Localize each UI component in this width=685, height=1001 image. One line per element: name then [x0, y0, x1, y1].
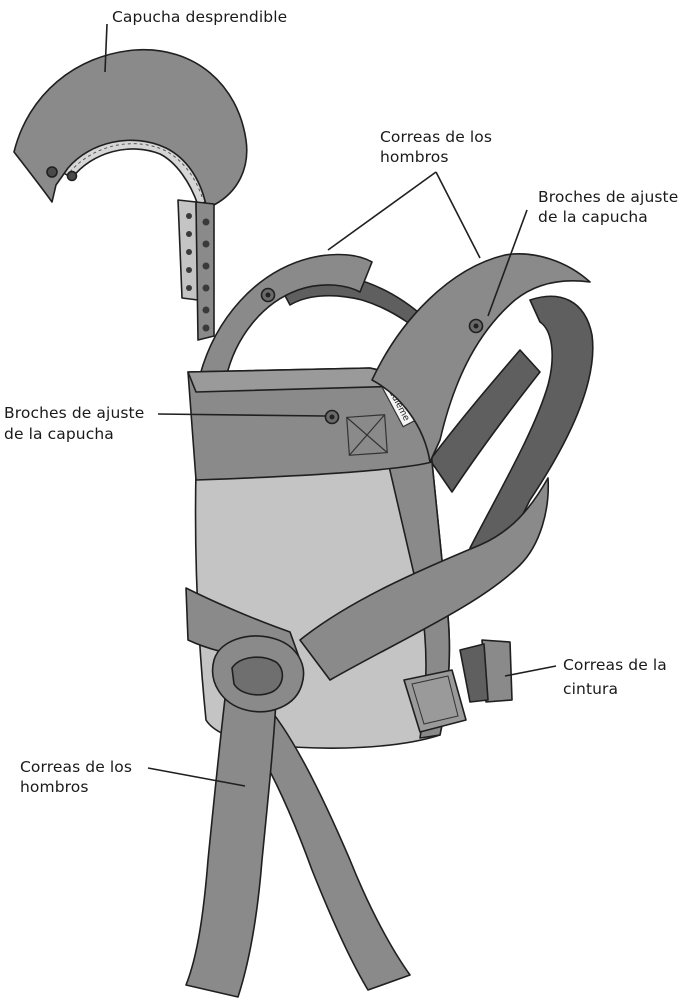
label-hood-snaps-right-1: Broches de ajuste [538, 188, 678, 206]
label-waist-straps-2: cintura [563, 680, 618, 698]
label-detachable-hood: Capucha desprendible [112, 8, 287, 26]
left-shoulder-strap-band [199, 253, 373, 379]
strap-tail-rear [239, 699, 411, 991]
waist-buckle-stitch [411, 675, 459, 725]
leader-shoulder-straps-top-b [435, 171, 481, 259]
hood-tab-snap [186, 249, 192, 255]
detachable-hood [13, 48, 248, 341]
leader-shoulder-straps-top-a [327, 171, 437, 251]
right-shoulder-strap [371, 253, 591, 463]
hood-tab-snap [202, 240, 210, 248]
hood-tab-snap [202, 306, 210, 314]
hood-tab-snap [202, 324, 210, 332]
hood-snap-stud [66, 170, 78, 182]
hood-tab-snap [186, 285, 192, 291]
right-strap-snap-center [473, 323, 479, 329]
label-hood-snaps-right-2: de la capucha [538, 208, 648, 226]
label-shoulder-straps-top-1: Correas de los [380, 128, 492, 146]
cross-back-strap-dark [429, 349, 541, 493]
callout-labels: Capucha desprendible Correas de los homb… [4, 8, 678, 796]
hood-shell [13, 48, 248, 206]
leader-detachable-hood [104, 23, 108, 73]
label-hood-snaps-left-2: de la capucha [4, 425, 114, 443]
label-shoulder-straps-top-2: hombros [380, 148, 449, 166]
leader-hood-snaps-right [487, 209, 528, 317]
hood-tab-snap [186, 213, 192, 219]
hood-tab-snap [202, 262, 210, 270]
leader-hood-snaps-left [157, 413, 326, 417]
reinforcement-stitch-box [346, 414, 388, 456]
hood-tab-snap [202, 218, 210, 226]
left-strap-snap-center [265, 292, 271, 298]
leader-waist-straps [504, 665, 557, 677]
leader-shoulder-straps-bottom [147, 767, 246, 787]
left-shoulder-strap [199, 253, 373, 379]
waist-strap-inner [459, 643, 489, 703]
body-side-panel [387, 461, 451, 739]
label-waist-straps-1: Correas de la [563, 656, 667, 674]
label-shoulder-straps-bottom-2: hombros [20, 778, 89, 796]
label-shoulder-straps-bottom-1: Correas de los [20, 758, 132, 776]
hood-side-tab [195, 201, 215, 341]
strap-tail-front [185, 689, 277, 998]
hood-tab-snap [186, 267, 192, 273]
leader-lines [104, 23, 557, 787]
hood-tab-snap [202, 284, 210, 292]
waist-wrap-diagonal [299, 477, 550, 681]
label-hood-snaps-left-1: Broches de ajuste [4, 404, 144, 422]
hanging-strap-tails [185, 635, 411, 998]
right-shoulder-strap-band [371, 253, 591, 463]
hood-tab-snap [186, 231, 192, 237]
strap-knot-fold [231, 656, 284, 696]
hood-snap-stud [46, 166, 58, 178]
hood-stitching [69, 143, 204, 201]
headrest-snap-center [329, 414, 335, 420]
